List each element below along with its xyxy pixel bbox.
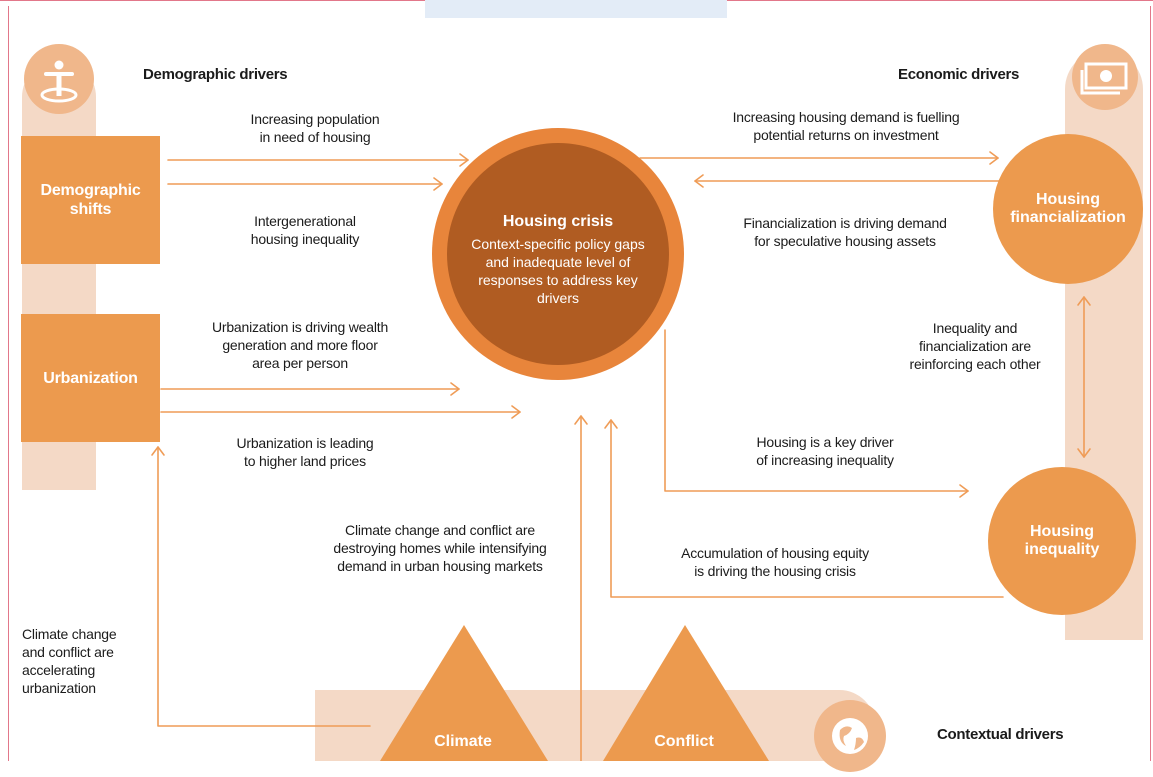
frame-right-border: [1150, 6, 1151, 761]
label-key-driver: Housing is a key driver of increasing in…: [756, 434, 894, 468]
label-reinforcing: Inequality and financialization are rein…: [909, 320, 1041, 372]
housing-financialization-node: Housing financialization: [993, 134, 1143, 284]
person-icon: [24, 44, 94, 114]
label-intergenerational: Intergenerational housing inequality: [250, 213, 360, 247]
demographic-drivers-heading: Demographic drivers: [143, 66, 288, 83]
money-icon: [1072, 44, 1138, 110]
label-climate-urbanization: Climate change and conflict are accelera…: [22, 626, 117, 696]
label-demand-returns: Increasing housing demand is fuelling po…: [732, 109, 960, 143]
top-tab: [425, 0, 727, 18]
label-speculative-assets: Financialization is driving demand for s…: [743, 215, 947, 249]
housing-crisis-title: Housing crisis: [502, 213, 614, 230]
housing-crisis-text: Context-specific policy gaps and inadequ…: [471, 236, 645, 306]
label-increasing-population: Increasing population in need of housing: [250, 111, 380, 145]
frame-left-border: [8, 6, 9, 761]
demographic-shifts-node: Demographic shifts: [21, 136, 160, 264]
contextual-drivers-heading: Contextual drivers: [937, 726, 1064, 743]
label-housing-equity: Accumulation of housing equity is drivin…: [681, 545, 869, 579]
conflict-triangle: [603, 625, 769, 761]
economic-drivers-heading: Economic drivers: [898, 66, 1020, 83]
housing-crisis-node: Housing crisis Context-specific policy g…: [447, 143, 669, 365]
globe-icon: [814, 700, 886, 772]
conflict-label: Conflict: [654, 733, 714, 750]
label-urbanization-land: Urbanization is leading to higher land p…: [236, 435, 374, 469]
label-urbanization-wealth: Urbanization is driving wealth generatio…: [211, 319, 389, 371]
label-climate-destroying: Climate change and conflict are destroyi…: [333, 522, 547, 574]
climate-triangle: [380, 625, 548, 761]
urbanization-node: Urbanization: [21, 314, 160, 442]
housing-inequality-node: Housing inequality: [988, 467, 1136, 615]
connector-arrows: [151, 151, 1091, 761]
climate-label: Climate: [434, 733, 492, 750]
